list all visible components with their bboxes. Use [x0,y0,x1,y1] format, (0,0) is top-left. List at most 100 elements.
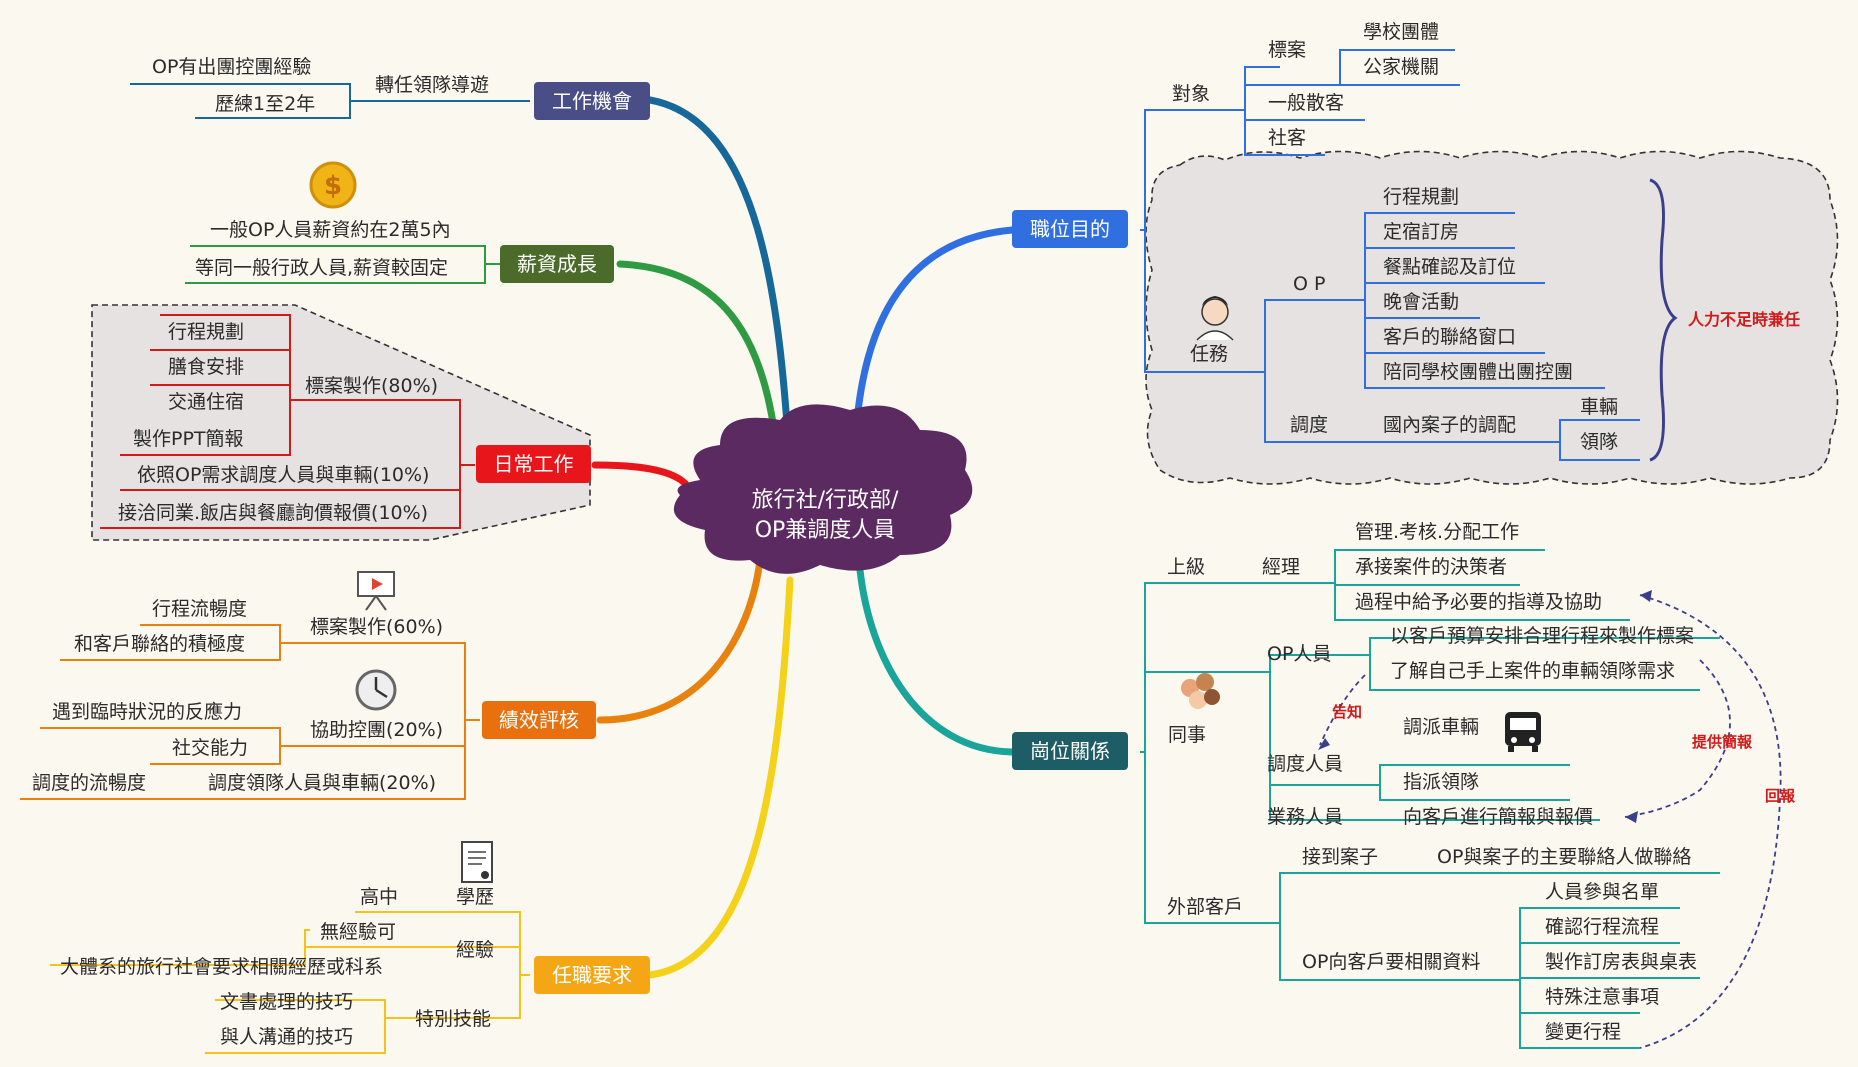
center-topic[interactable]: 旅行社/行政部/ OP兼調度人員 [715,486,935,546]
perf-group-1-item-2: 和客戶聯絡的積極度 [74,633,246,655]
req-group-1-item-1: 高中 [360,886,399,908]
job-chance-box[interactable]: 工作機會 [534,82,650,120]
req-group-2: 經驗 [456,939,495,961]
purpose-box[interactable]: 職位目的 [1012,210,1128,248]
colleague-op-item-1: 以客戶預算安排合理行程來製作標案 [1390,625,1695,647]
relation-box[interactable]: 崗位關係 [1012,732,1128,770]
task-dispatch-sub: 國內案子的調配 [1383,414,1517,436]
task-dispatch-item-2: 領隊 [1580,431,1619,453]
client-receive-item: OP與案子的主要聯絡人做聯絡 [1437,846,1692,868]
note-inform: 告知 [1332,703,1363,721]
bid-item-2: 公家機關 [1363,56,1440,78]
daily-sub-item-3: 交通住宿 [168,391,245,413]
req-group-3-item-2: 與人溝通的技巧 [220,1026,354,1048]
daily-box[interactable]: 日常工作 [476,445,591,483]
branch-purpose [851,226,1016,454]
req-box[interactable]: 任職要求 [534,956,650,994]
perf-group-1-item-1: 行程流暢度 [152,598,248,620]
perf-group-2-item-1: 遇到臨時狀況的反應力 [52,701,243,723]
coin-icon [309,161,357,209]
branch-job-chance [646,96,794,474]
task-dispatch-item-1: 車輛 [1580,396,1619,418]
task-op-item-3: 餐點確認及訂位 [1383,256,1517,278]
daily-sub: 標案製作(80%) [305,375,439,397]
perf-group-3-item-1: 調度的流暢度 [32,772,147,794]
daily-sub-item-1: 行程規劃 [168,321,245,343]
task-op-item-6: 陪同學校團體出團控團 [1383,361,1574,383]
client-request-item-5: 變更行程 [1545,1021,1622,1043]
colleague-op-item-2: 了解自己手上案件的車輛領隊需求 [1390,660,1676,682]
client-request-item-3: 製作訂房表與桌表 [1545,951,1698,973]
bus-icon [1505,712,1541,752]
branch-daily [591,461,694,494]
note-report: 回報 [1765,787,1796,805]
salary-item-1: 一般OP人員薪資約在2萬5內 [210,219,451,241]
daily-work-boundary [91,304,591,541]
center-line-2: OP兼調度人員 [754,518,896,543]
colleague-op-label: OP人員 [1267,643,1332,665]
superior-item-1: 管理.考核.分配工作 [1355,521,1520,543]
task-dispatch-label: 調度 [1290,414,1329,436]
superior-label: 上級 [1167,556,1206,578]
perf-group-2: 協助控團(20%) [310,719,444,741]
bid-label: 標案 [1268,39,1307,61]
client-request-item-4: 特殊注意事項 [1545,986,1660,1008]
req-group-1: 學歷 [456,886,495,908]
clock-icon [355,669,397,711]
target-other-1: 一般散客 [1268,92,1345,114]
salary-box[interactable]: 薪資成長 [500,245,614,283]
colleague-sales-label: 業務人員 [1267,806,1344,828]
task-op-item-1: 行程規劃 [1383,186,1460,208]
daily-item-1: 依照OP需求調度人員與車輛(10%) [137,464,430,486]
req-group-3-item-1: 文書處理的技巧 [220,991,354,1013]
job-chance-item-2: 歷練1至2年 [215,93,316,115]
colleague-dispatch-label: 調度人員 [1267,753,1344,775]
task-boundary [1145,150,1839,485]
daily-sub-item-4: 製作PPT簡報 [133,428,244,450]
note-brief: 提供簡報 [1692,733,1753,751]
superior-role: 經理 [1262,556,1301,578]
task-op-item-4: 晚會活動 [1383,291,1460,313]
task-label: 任務 [1190,343,1229,365]
center-cloud [673,404,973,574]
colleague-dispatch-item-2: 指派領隊 [1403,771,1480,793]
colleague-label: 同事 [1168,724,1207,746]
client-request-item-1: 人員參與名單 [1545,881,1660,903]
client-request-label: OP向客戶要相關資料 [1302,951,1481,973]
branch-perf [596,556,764,724]
perf-group-2-item-2: 社交能力 [172,737,249,759]
client-request-item-2: 確認行程流程 [1545,916,1660,938]
task-op-label: O P [1293,273,1326,295]
client-receive-label: 接到案子 [1302,846,1379,868]
center-line-1: 旅行社/行政部/ [751,488,899,513]
person-icon [1196,296,1234,341]
perf-box[interactable]: 績效評核 [482,701,596,739]
branch-req [646,576,794,979]
task-op-item-2: 定宿訂房 [1383,221,1460,243]
task-note: 人力不足時兼任 [1688,310,1801,329]
salary-item-2: 等同一般行政人員,薪資較固定 [195,257,449,279]
svg-text:$: $ [324,171,342,201]
perf-group-3: 調度領隊人員與車輛(20%) [208,772,437,794]
daily-item-2: 接洽同業.飯店與餐廳詢價報價(10%) [118,502,429,524]
task-op-item-5: 客戶的聯絡窗口 [1383,326,1517,348]
colleague-sales-item-1: 向客戶進行簡報與報價 [1403,806,1594,828]
req-group-2-item-2: 大體系的旅行社會要求相關經歷或科系 [60,956,384,978]
perf-group-1: 標案製作(60%) [310,616,444,638]
job-chance-item-1: OP有出團控團經驗 [152,56,312,78]
client-label: 外部客戶 [1167,896,1244,918]
daily-sub-item-2: 膳食安排 [168,356,245,378]
job-chance-sub: 轉任領隊導遊 [375,74,490,96]
target-label: 對象 [1172,83,1211,105]
task-brace [1649,178,1678,462]
hands-icon [1181,673,1220,709]
branch-relation [856,566,1016,756]
superior-item-3: 過程中給予必要的指導及協助 [1355,591,1603,613]
target-other-2: 社客 [1268,127,1307,149]
req-group-2-item-1: 無經驗可 [320,921,397,943]
colleague-dispatch-item-1: 調派車輛 [1403,716,1480,738]
superior-item-2: 承接案件的決策者 [1355,556,1508,578]
presentation-icon [357,571,395,611]
certificate-icon [461,841,493,883]
